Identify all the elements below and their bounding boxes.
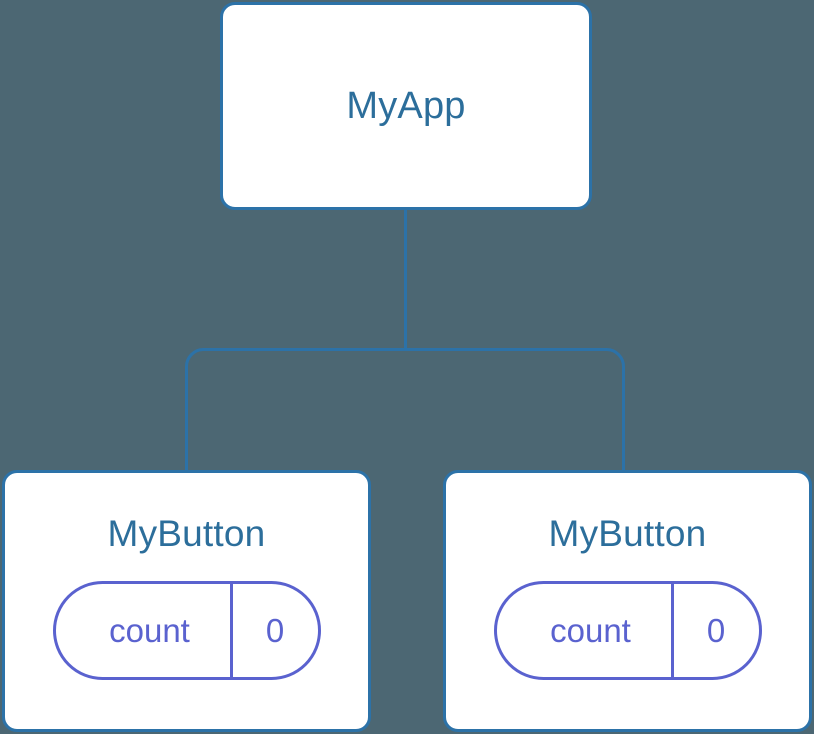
edge-root-to-child-right <box>405 348 625 472</box>
node-label: MyButton <box>548 513 707 554</box>
state-pill-key: count <box>550 612 631 649</box>
tree-node-myapp[interactable]: MyApp <box>220 2 592 210</box>
edge-root-to-child-left <box>185 348 406 472</box>
state-pill-count[interactable]: count 0 <box>52 581 321 680</box>
tree-node-mybutton-right[interactable]: MyButton count 0 <box>443 470 812 732</box>
state-pill-count[interactable]: count 0 <box>493 581 762 680</box>
state-pill-value: 0 <box>229 584 318 677</box>
state-pill-value: 0 <box>670 584 759 677</box>
state-pill-key: count <box>109 612 190 649</box>
node-label: MyButton <box>107 513 266 554</box>
node-label: MyApp <box>346 85 466 127</box>
tree-node-mybutton-left[interactable]: MyButton count 0 <box>2 470 371 732</box>
